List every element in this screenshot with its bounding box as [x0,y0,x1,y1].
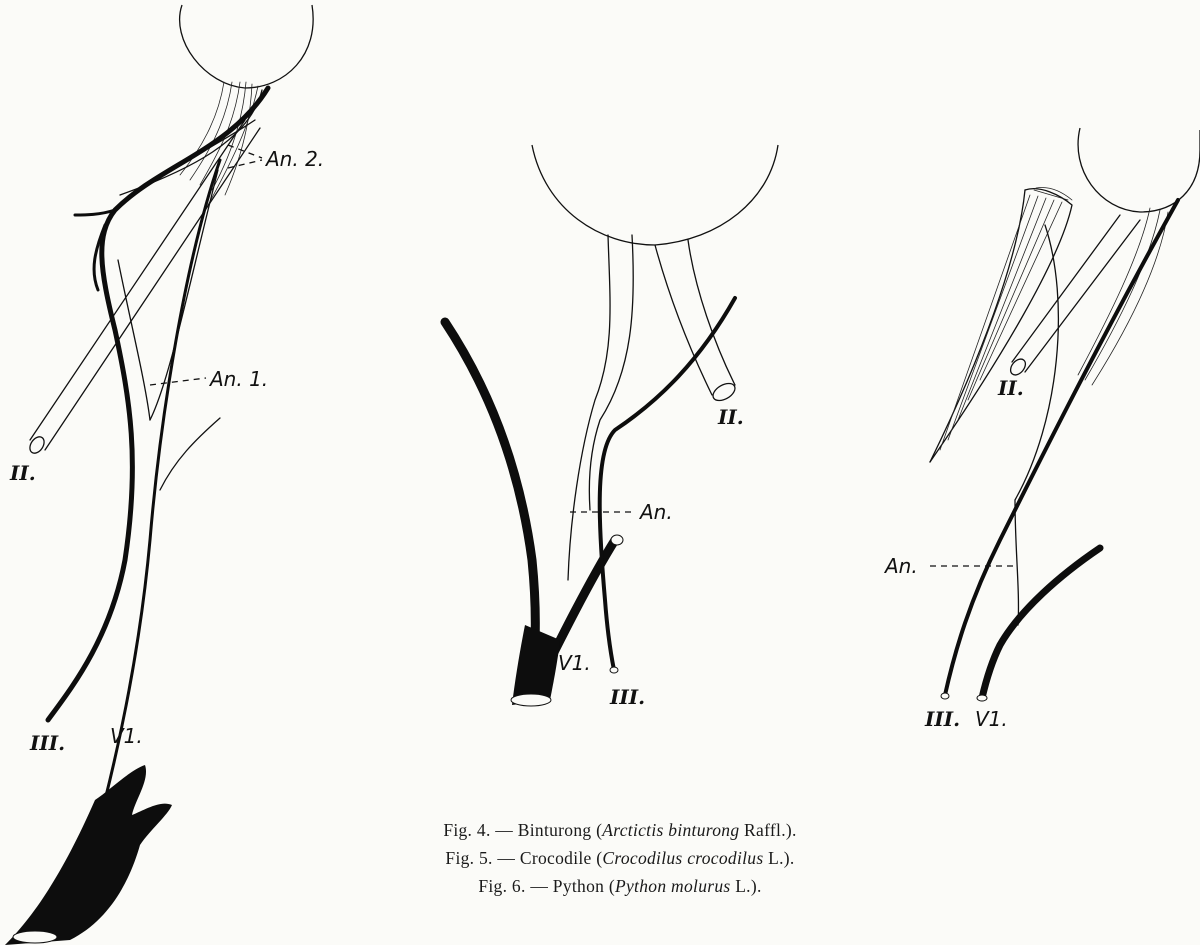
label-ii-fig5: II. [717,405,744,429]
optic-bundle-fig4 [180,82,258,205]
caption-fig4: Fig. 4. — Binturong (Arctictis binturong… [300,820,940,841]
oculomotor-nerve-iii-fig4 [48,88,268,720]
eyeball-fig5 [532,145,778,245]
caption-fig4-suffix: Raffl.). [739,820,796,840]
trigeminal-trunk-fig4 [5,765,172,945]
label-iii-fig5: III. [609,685,645,709]
caption-fig6-suffix: L.). [731,876,762,896]
muscle-fig6 [930,188,1072,463]
label-v1-fig6: V1. [975,707,1008,731]
optic-nerve-ii-fig4 [27,120,260,456]
caption-fig5-species: Crocodilus crocodilus [602,848,763,868]
label-an-fig6: An. [883,554,918,578]
label-iii-fig4: III. [29,731,65,755]
figure-4-binturong: An. 2. An. 1. II. III. V1. [5,5,324,945]
label-iii-fig6: III. [924,707,960,731]
eyeball-fig4 [180,5,314,88]
oculomotor-nerve-iii-fig6 [945,200,1178,695]
caption-fig6-species: Python molurus [615,876,731,896]
optic-nerve-ii-fig5 [655,240,738,404]
optic-nerve-ii-fig6 [1008,215,1140,378]
label-an1-fig4: An. 1. [208,367,268,391]
caption-fig4-prefix: Fig. 4. — Binturong ( [443,820,602,840]
label-ii-fig6: II. [997,376,1024,400]
figure-6-python: An. II. III. V1. [883,128,1200,731]
label-an2-fig4: An. 2. [264,147,324,171]
caption-fig5-prefix: Fig. 5. — Crocodile ( [445,848,602,868]
label-an-fig5: An. [638,500,673,524]
caption-fig5-suffix: L.). [763,848,794,868]
label-ii-fig4: II. [9,461,36,485]
caption-fig4-species: Arctictis binturong [602,820,739,840]
figure-5-crocodile: An. II. III. V1. [445,145,778,709]
caption-fig5: Fig. 5. — Crocodile (Crocodilus crocodil… [300,848,940,869]
label-v1-fig4: V1. [110,724,143,748]
label-v1-fig5: V1. [558,651,591,675]
trigeminal-trunk-fig5 [512,625,560,705]
caption-fig6-prefix: Fig. 6. — Python ( [478,876,615,896]
eyeball-fig6 [1078,128,1200,212]
caption-fig6: Fig. 6. — Python (Python molurus L.). [300,876,940,897]
